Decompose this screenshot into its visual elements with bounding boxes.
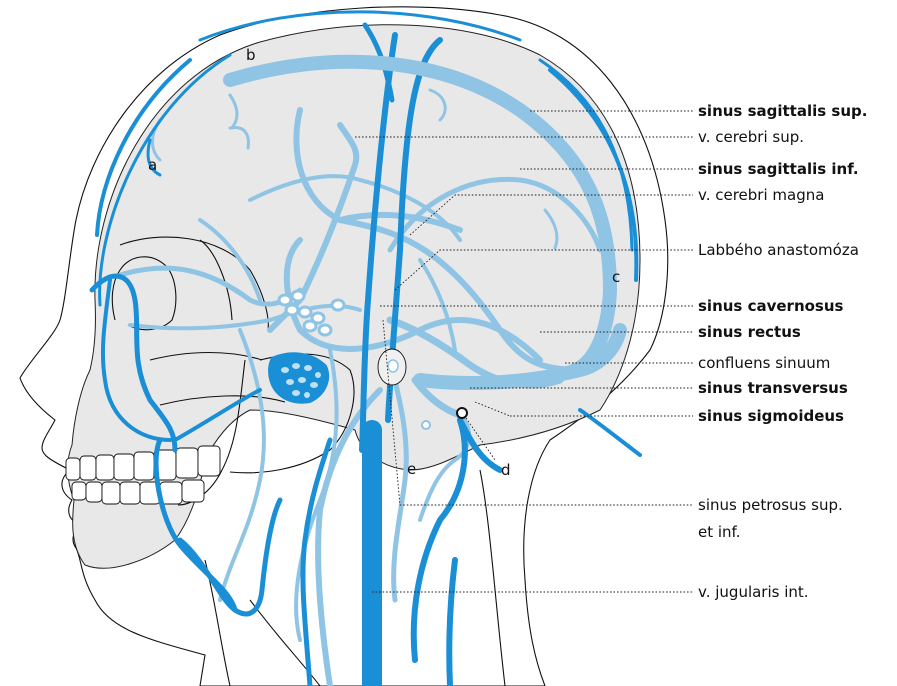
label-labbe-anastomosis: Labbého anastomóza	[698, 241, 859, 259]
marker-e: e	[407, 460, 416, 478]
label-sinus-sigmoideus: sinus sigmoideus	[698, 407, 844, 425]
label-sinus-rectus: sinus rectus	[698, 323, 801, 341]
label-sinus-sagittalis-inf: sinus sagittalis inf.	[698, 160, 859, 178]
label-sinus-sagittalis-sup: sinus sagittalis sup.	[698, 102, 867, 120]
neck-line-back	[480, 470, 505, 686]
marker-d: d	[501, 461, 511, 479]
label-sinus-cavernosus: sinus cavernosus	[698, 297, 844, 315]
label-confluens-sinuum: confluens sinuum	[698, 354, 830, 372]
marker-a: a	[148, 156, 157, 174]
label-sinus-petrosus-line2: et inf.	[698, 523, 741, 541]
lower-teeth	[72, 480, 204, 504]
marker-b: b	[246, 46, 256, 64]
petrous-point	[422, 421, 430, 429]
label-sinus-transversus: sinus transversus	[698, 379, 848, 397]
emissary-foramen	[457, 408, 467, 418]
label-sinus-petrosus-line1: sinus petrosus sup.	[698, 496, 843, 514]
label-v-cerebri-sup: v. cerebri sup.	[698, 128, 804, 146]
marker-c: c	[612, 268, 620, 286]
label-v-cerebri-magna: v. cerebri magna	[698, 186, 824, 204]
label-v-jugularis-int: v. jugularis int.	[698, 583, 809, 601]
ear-canal	[388, 360, 398, 372]
